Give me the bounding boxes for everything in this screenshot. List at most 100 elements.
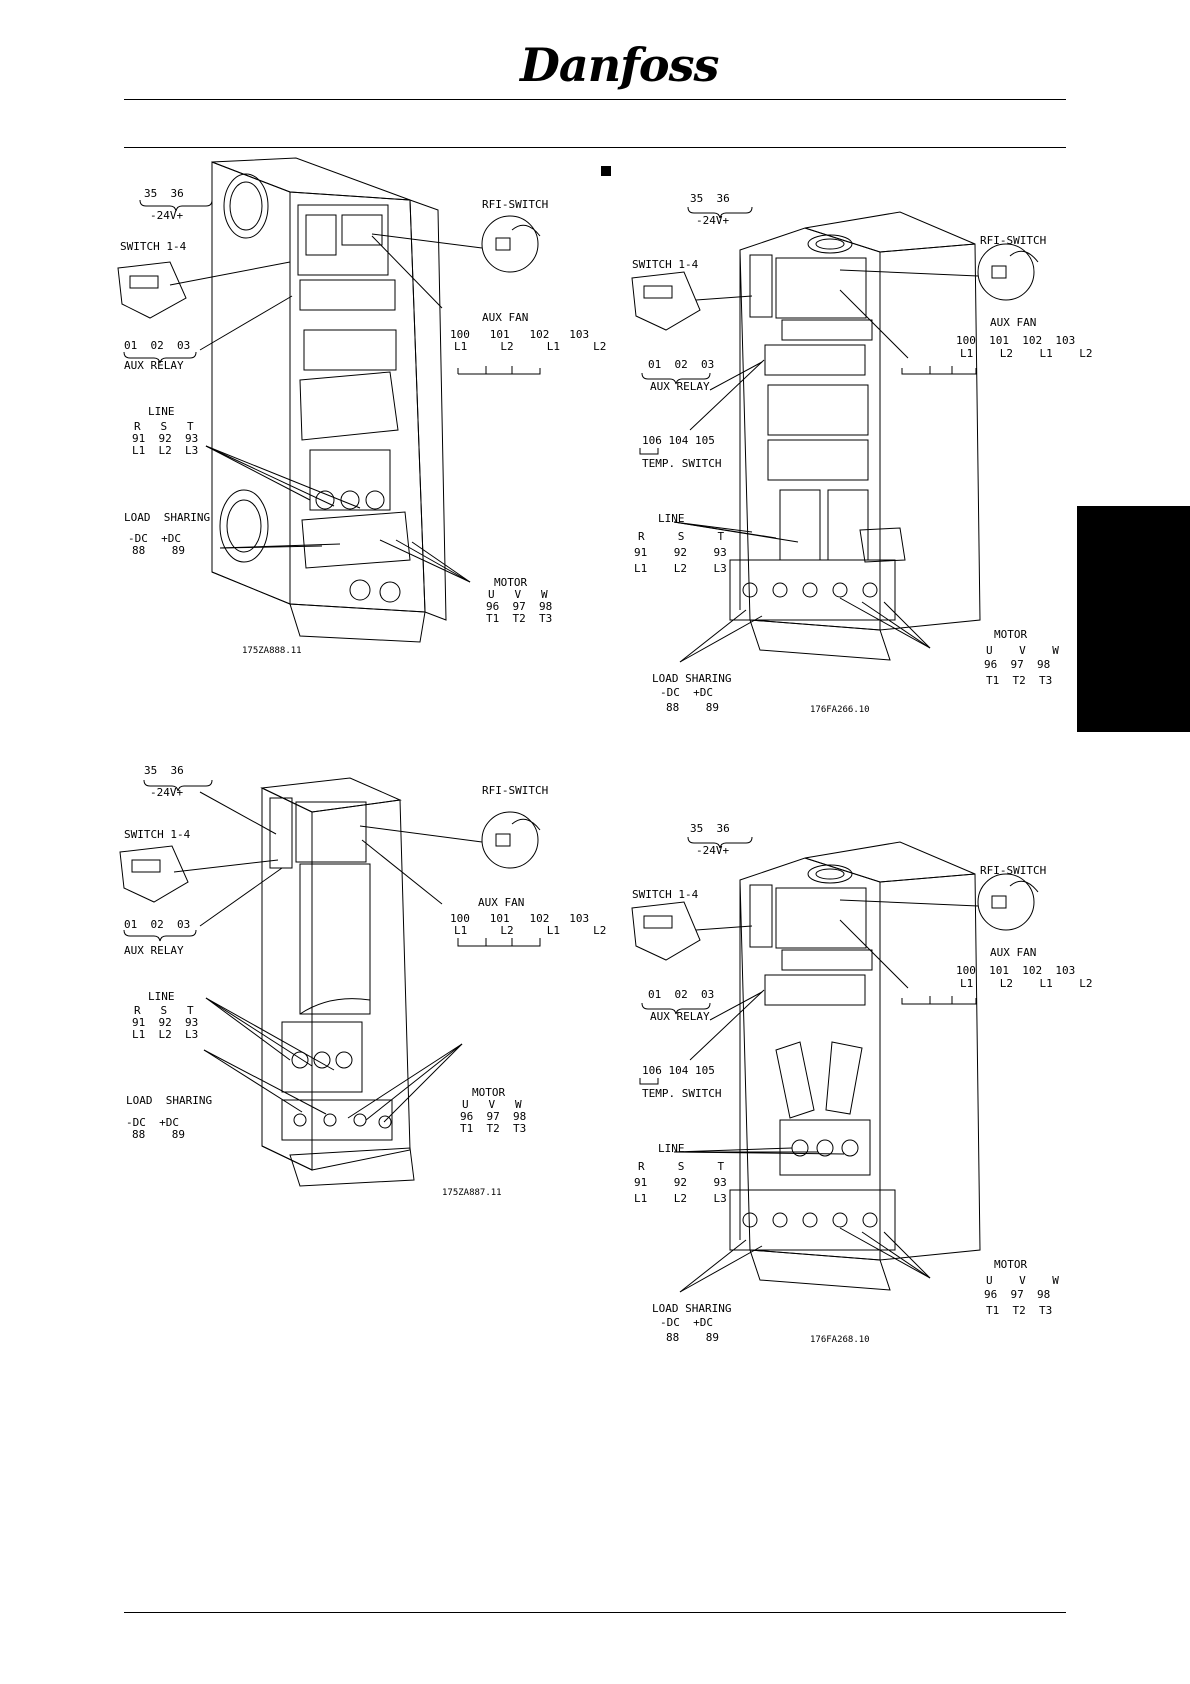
header-rule-top: [124, 99, 1066, 100]
cap-terminals-label: 35 36: [690, 822, 730, 835]
aux-fan-lines-label: L1 L2 L1 L2: [960, 977, 1093, 990]
motor-uvw-label: U V W: [462, 1098, 522, 1111]
motor-uvw-label: U V W: [986, 1274, 1059, 1287]
line-label: LINE: [658, 1142, 685, 1155]
load-dc-label: -DC +DC: [660, 686, 713, 699]
aux-fan-nums-label: 100 101 102 103: [450, 328, 590, 341]
temp-nums-label: 106 104 105: [642, 434, 715, 447]
rfi-switch-label: RFI-SWITCH: [482, 784, 549, 797]
aux-relay-label: AUX RELAY: [650, 1010, 710, 1023]
motor-uvw-label: U V W: [986, 644, 1059, 657]
load-nums-label: 88 89: [666, 701, 719, 714]
aux-relay-nums-label: 01 02 03: [648, 358, 715, 371]
aux-relay-label: AUX RELAY: [124, 359, 184, 372]
cap-voltage-label: -24V+: [150, 209, 184, 222]
motor-nums-label: 96 97 98: [486, 600, 553, 613]
motor-t-label: T1 T2 T3: [486, 612, 553, 625]
temp-switch-label: TEMP. SWITCH: [642, 1087, 722, 1100]
aux-fan-lines-label: L1 L2 L1 L2: [454, 340, 607, 353]
motor-label: MOTOR: [994, 628, 1028, 641]
load-sharing-label: LOAD SHARING: [126, 1094, 213, 1107]
aux-fan-label: AUX FAN: [990, 316, 1037, 329]
motor-nums-label: 96 97 98: [984, 658, 1051, 671]
figure-id: 176FA266.10: [810, 705, 870, 715]
figure-id: 175ZA887.11: [442, 1188, 502, 1198]
line-label: LINE: [148, 405, 175, 418]
cabinet-drawing-4: [631, 836, 1039, 1293]
motor-t-label: T1 T2 T3: [460, 1122, 527, 1135]
switch-label: SWITCH 1-4: [124, 828, 191, 841]
motor-t-label: T1 T2 T3: [986, 674, 1053, 687]
aux-fan-label: AUX FAN: [478, 896, 525, 909]
load-sharing-label: LOAD SHARING: [652, 1302, 732, 1315]
danfoss-logo: Danfoss: [520, 38, 719, 92]
cabinet-drawing-3: [119, 777, 541, 1187]
motor-nums-label: 96 97 98: [984, 1288, 1051, 1301]
rfi-switch-label: RFI-SWITCH: [482, 198, 549, 211]
aux-fan-nums-label: 100 101 102 103: [956, 964, 1076, 977]
line-rst-label: R S T: [638, 1160, 725, 1173]
cap-terminals-label: 35 36: [144, 764, 184, 777]
aux-relay-label: AUX RELAY: [124, 944, 184, 957]
motor-nums-label: 96 97 98: [460, 1110, 527, 1123]
wiring-diagram-4: 35 36 -24V+ SWITCH 1-4 01 02 03 AUX RELA…: [600, 780, 1092, 1360]
cabinet-drawing-1: [117, 157, 541, 643]
line-rst-label: R S T: [134, 1004, 194, 1017]
switch-label: SWITCH 1-4: [632, 888, 699, 901]
line-rst-label: R S T: [638, 530, 725, 543]
aux-relay-label: AUX RELAY: [650, 380, 710, 393]
footer-rule: [124, 1612, 1066, 1613]
line-phase-label: L1 L2 L3: [132, 444, 199, 457]
rfi-switch-label: RFI-SWITCH: [980, 864, 1047, 877]
line-phase-label: L1 L2 L3: [634, 562, 727, 575]
header-rule-bottom: [124, 147, 1066, 148]
load-nums-label: 88 89: [132, 1128, 185, 1141]
temp-nums-label: 106 104 105: [642, 1064, 715, 1077]
aux-relay-nums-label: 01 02 03: [124, 918, 191, 931]
rfi-switch-label: RFI-SWITCH: [980, 234, 1047, 247]
switch-label: SWITCH 1-4: [120, 240, 187, 253]
line-phase-label: L1 L2 L3: [634, 1192, 727, 1205]
aux-fan-label: AUX FAN: [990, 946, 1037, 959]
motor-label: MOTOR: [494, 576, 528, 589]
temp-switch-label: TEMP. SWITCH: [642, 457, 722, 470]
load-nums-label: 88 89: [666, 1331, 719, 1344]
aux-fan-lines-label: L1 L2 L1 L2: [960, 347, 1093, 360]
motor-uvw-label: U V W: [488, 588, 548, 601]
motor-label: MOTOR: [994, 1258, 1028, 1271]
line-nums-label: 91 92 93: [132, 1016, 199, 1029]
figure-id: 175ZA888.11: [242, 646, 302, 656]
line-phase-label: L1 L2 L3: [132, 1028, 199, 1041]
wiring-diagram-2: 35 36 -24V+ SWITCH 1-4 01 02 03 AUX RELA…: [600, 150, 1092, 730]
cabinet-drawing-2: [631, 206, 1039, 663]
cap-voltage-label: -24V+: [696, 844, 730, 857]
wiring-diagram-1: 35 36 -24V+ SWITCH 1-4 01 02 03 AUX RELA…: [0, 0, 606, 680]
figure-id: 176FA268.10: [810, 1335, 870, 1345]
load-dc-label: -DC +DC: [126, 1116, 179, 1129]
aux-fan-nums-label: 100 101 102 103: [450, 912, 590, 925]
cap-terminals-label: 35 36: [144, 187, 184, 200]
load-sharing-label: LOAD SHARING: [652, 672, 732, 685]
motor-t-label: T1 T2 T3: [986, 1304, 1053, 1317]
motor-label: MOTOR: [472, 1086, 506, 1099]
section-bullet: [601, 166, 611, 176]
load-nums-label: 88 89: [132, 544, 185, 557]
line-rst-label: R S T: [134, 420, 194, 433]
aux-fan-lines-label: L1 L2 L1 L2: [454, 924, 607, 937]
load-dc-label: -DC +DC: [660, 1316, 713, 1329]
line-nums-label: 91 92 93: [132, 432, 199, 445]
cap-voltage-label: -24V+: [696, 214, 730, 227]
aux-relay-nums-label: 01 02 03: [648, 988, 715, 1001]
aux-fan-label: AUX FAN: [482, 311, 529, 324]
cap-voltage-label: -24V+: [150, 786, 184, 799]
line-nums-label: 91 92 93: [634, 1176, 727, 1189]
cap-terminals-label: 35 36: [690, 192, 730, 205]
aux-fan-nums-label: 100 101 102 103: [956, 334, 1076, 347]
switch-label: SWITCH 1-4: [632, 258, 699, 271]
aux-relay-nums-label: 01 02 03: [124, 339, 191, 352]
line-label: LINE: [148, 990, 175, 1003]
load-sharing-label: LOAD SHARING: [124, 511, 211, 524]
load-dc-label: -DC +DC: [128, 532, 181, 545]
line-label: LINE: [658, 512, 685, 525]
wiring-diagram-3: 35 36 -24V+ SWITCH 1-4 01 02 03 AUX RELA…: [0, 760, 606, 1220]
